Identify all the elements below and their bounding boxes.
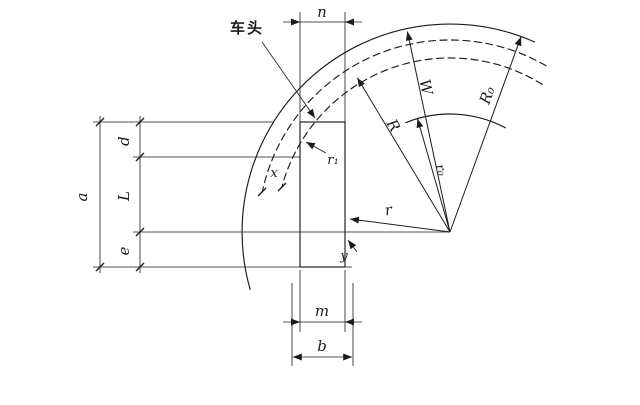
radius-label-W: W	[415, 78, 436, 98]
dim-label-b: b	[317, 337, 327, 355]
radius-label-r: r	[384, 201, 394, 220]
offset-label-x: x	[270, 166, 278, 181]
radius-label-R: R	[382, 115, 404, 135]
x-tick	[257, 187, 267, 197]
dim-tick	[135, 262, 145, 272]
r1-leader-line	[305, 141, 327, 154]
radius-line-r0	[416, 118, 451, 233]
offset-label-y: y	[339, 249, 348, 264]
dim-label-e: e	[115, 246, 133, 255]
radius-line-r	[349, 216, 451, 233]
dim-label-m: m	[315, 302, 329, 320]
outer-sweep-path-dashed-arc	[261, 39, 547, 193]
radius-line-W	[405, 31, 451, 233]
vehicle-front-label: 车头	[230, 19, 264, 37]
radius-label-r0: r₀	[432, 162, 450, 178]
dim-label-L: L	[115, 191, 133, 202]
outer-road-edge-arc	[241, 23, 536, 290]
dim-tick	[135, 152, 145, 162]
radius-label-R0: R₀	[476, 84, 499, 107]
x-tick	[277, 182, 287, 192]
vehicle-outline	[299, 121, 346, 268]
dim-label-d: d	[115, 136, 133, 146]
radius-line-R	[356, 77, 451, 233]
dim-label-a: a	[73, 193, 91, 202]
dim-label-n: n	[317, 3, 327, 21]
dim-tick	[135, 227, 145, 237]
radius-line-R0	[449, 36, 522, 233]
vehicle-front-leader-line	[261, 41, 316, 119]
y-leader-line	[347, 239, 358, 253]
dim-tick	[95, 262, 105, 272]
dim-tick	[135, 117, 145, 127]
radius-label-r1: r₁	[327, 153, 338, 168]
dim-tick	[95, 117, 105, 127]
